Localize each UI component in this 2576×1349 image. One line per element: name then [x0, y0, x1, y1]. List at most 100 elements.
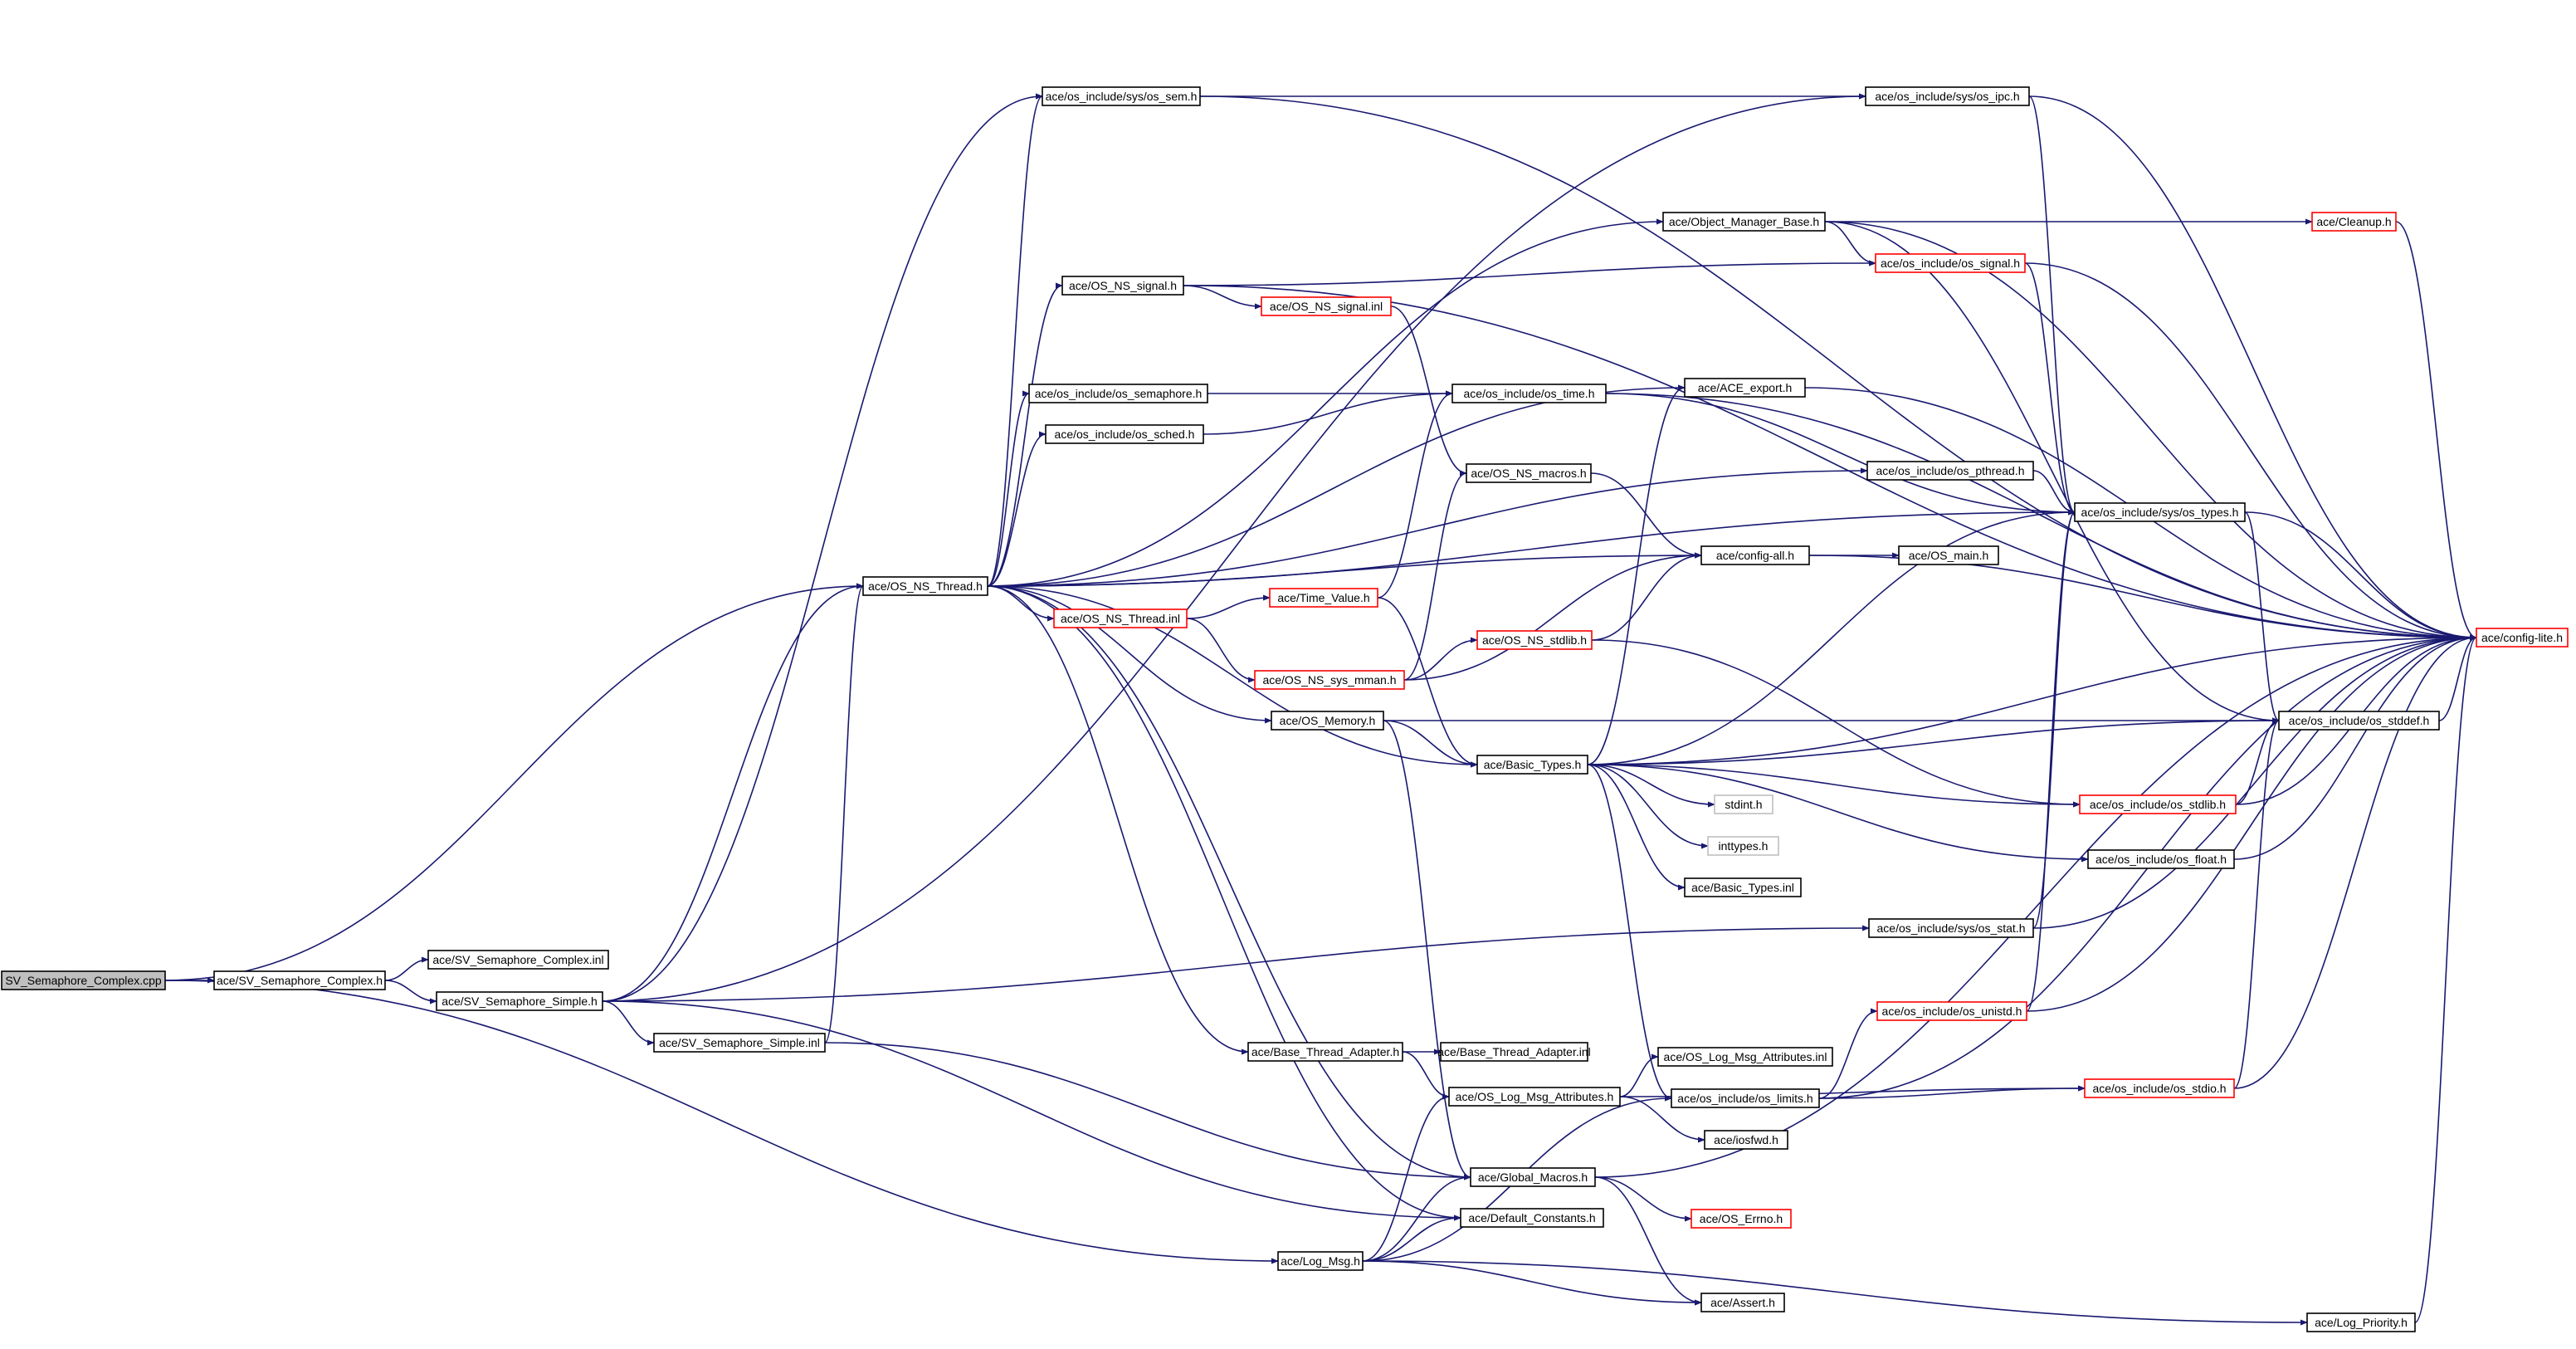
- node-os-stat[interactable]: ace/os_include/sys/os_stat.h: [1868, 918, 2034, 938]
- node-os-errno[interactable]: ace/OS_Errno.h: [1690, 1209, 1792, 1229]
- edge-log_priority-to-config_lite: [2414, 634, 2477, 1323]
- node-label: ace/os_include/sys/os_types.h: [2081, 506, 2239, 519]
- node-stdint[interactable]: stdint.h: [1714, 794, 1773, 814]
- node-box: [1684, 378, 1806, 398]
- node-box: [1671, 1088, 1820, 1108]
- node-box: [2311, 212, 2397, 232]
- node-box: [436, 991, 603, 1011]
- edge-os_ipc-to-config_lite: [2028, 95, 2477, 641]
- node-box: [1271, 711, 1384, 731]
- node-oslma-inl[interactable]: ace/OS_Log_Msg_Attributes.inl: [1657, 1047, 1833, 1067]
- node-label: ace/os_include/os_time.h: [1464, 387, 1595, 400]
- node-label: ace/OS_NS_signal.inl: [1270, 300, 1383, 313]
- node-os-pthread[interactable]: ace/os_include/os_pthread.h: [1866, 461, 2034, 481]
- node-label: ace/os_include/os_stddef.h: [2289, 714, 2430, 727]
- node-os-stddef[interactable]: ace/os_include/os_stddef.h: [2278, 711, 2440, 731]
- node-os-stdlib[interactable]: ace/os_include/os_stdlib.h: [2079, 794, 2237, 814]
- node-log-priority[interactable]: ace/Log_Priority.h: [2306, 1312, 2416, 1332]
- edge-osns_thread-to-os_types: [987, 509, 2076, 587]
- node-inttypes[interactable]: inttypes.h: [1707, 836, 1779, 856]
- node-os-unistd[interactable]: ace/os_include/os_unistd.h: [1876, 1001, 2027, 1021]
- node-time-value[interactable]: ace/Time_Value.h: [1269, 588, 1378, 608]
- node-box: [1460, 1208, 1604, 1228]
- node-config-all[interactable]: ace/config-all.h: [1700, 545, 1810, 565]
- edge-root-to-osns_thread: [164, 583, 864, 981]
- node-iosfwd[interactable]: ace/iosfwd.h: [1704, 1130, 1788, 1150]
- node-os-stdio[interactable]: ace/os_include/os_stdio.h: [2084, 1078, 2235, 1098]
- node-root[interactable]: SV_Semaphore_Complex.cpp: [1, 970, 166, 990]
- edge-svs_h-to-os_sem: [602, 93, 1043, 1002]
- edge-osns_stdlib-to-os_stdlib: [1591, 639, 2081, 808]
- edge-time_value-to-basic_types: [1377, 597, 1478, 768]
- node-svs-h[interactable]: ace/SV_Semaphore_Simple.h: [436, 991, 603, 1011]
- node-box: [1684, 877, 1802, 897]
- node-os-semaphore[interactable]: ace/os_include/os_semaphore.h: [1028, 384, 1208, 403]
- edge-basic_types-to-config_lite: [1587, 634, 2477, 765]
- node-osns-signal-h[interactable]: ace/OS_NS_signal.h: [1061, 276, 1184, 296]
- node-ace-export[interactable]: ace/ACE_export.h: [1684, 378, 1806, 398]
- node-label: ace/Log_Priority.h: [2315, 1316, 2408, 1329]
- edge-basic_types-to-os_types: [1587, 509, 2076, 765]
- edge-osns_sys_mman-to-osns_stdlib: [1403, 637, 1478, 681]
- node-oslma-h[interactable]: ace/OS_Log_Msg_Attributes.h: [1448, 1087, 1621, 1107]
- edge-osns_signal_h-to-osns_signal_inl: [1183, 285, 1262, 310]
- node-os-sched[interactable]: ace/os_include/os_sched.h: [1045, 424, 1204, 444]
- node-basic-types-inl[interactable]: ace/Basic_Types.inl: [1684, 877, 1802, 897]
- edge-os_stdio-to-config_lite: [2233, 634, 2477, 1089]
- node-global-macros[interactable]: ace/Global_Macros.h: [1470, 1167, 1596, 1187]
- node-svc-inl[interactable]: ace/SV_Semaphore_Complex.inl: [427, 950, 609, 970]
- node-box: [1045, 424, 1204, 444]
- node-osns-macros[interactable]: ace/OS_NS_macros.h: [1466, 463, 1592, 483]
- node-os-float[interactable]: ace/os_include/os_float.h: [2087, 849, 2235, 869]
- edge-osns_thread_inl-to-time_value: [1186, 594, 1271, 619]
- node-svs-inl[interactable]: ace/SV_Semaphore_Simple.inl: [653, 1033, 826, 1053]
- edge-os_types-to-os_stddef: [2244, 511, 2280, 724]
- node-os-memory[interactable]: ace/OS_Memory.h: [1271, 711, 1384, 731]
- node-omb[interactable]: ace/Object_Manager_Base.h: [1662, 212, 1826, 232]
- node-os-main[interactable]: ace/OS_main.h: [1898, 545, 1999, 565]
- node-assert[interactable]: ace/Assert.h: [1700, 1293, 1785, 1312]
- edge-osns_thread-to-os_pthread: [987, 467, 1868, 587]
- node-default-constants[interactable]: ace/Default_Constants.h: [1460, 1208, 1604, 1228]
- node-label: ace/SV_Semaphore_Simple.h: [442, 995, 598, 1008]
- node-box: [1700, 545, 1810, 565]
- node-os-sem[interactable]: ace/os_include/sys/os_sem.h: [1042, 86, 1201, 106]
- node-svc-h[interactable]: ace/SV_Semaphore_Complex.h: [213, 970, 386, 990]
- node-log-msg[interactable]: ace/Log_Msg.h: [1277, 1251, 1364, 1271]
- node-bta-h[interactable]: ace/Base_Thread_Adapter.h: [1247, 1042, 1403, 1062]
- node-label: ace/Basic_Types.h: [1484, 758, 1582, 771]
- edge-basic_types-to-os_stdlib: [1587, 764, 2081, 808]
- node-label: ace/os_include/os_pthread.h: [1876, 464, 2024, 477]
- node-os-types[interactable]: ace/os_include/sys/os_types.h: [2074, 502, 2246, 522]
- node-config-lite[interactable]: ace/config-lite.h: [2476, 628, 2569, 648]
- edge-osns_thread-to-os_sched: [987, 431, 1046, 587]
- node-label: ace/Object_Manager_Base.h: [1669, 215, 1819, 228]
- node-os-signal[interactable]: ace/os_include/os_signal.h: [1875, 253, 2026, 273]
- node-box: [1451, 384, 1607, 403]
- node-box: [2074, 502, 2246, 522]
- node-label: ace/SV_Semaphore_Complex.h: [217, 974, 383, 987]
- edge-config_all-to-config_lite: [1808, 555, 2477, 641]
- edge-log_msg-to-oslma_h: [1362, 1093, 1450, 1262]
- node-label: ace/Basic_Types.inl: [1691, 881, 1794, 894]
- node-osns-stdlib[interactable]: ace/OS_NS_stdlib.h: [1476, 630, 1593, 650]
- node-box: [1261, 296, 1392, 316]
- node-label: ace/os_include/os_sched.h: [1055, 428, 1195, 441]
- node-cleanup[interactable]: ace/Cleanup.h: [2311, 212, 2397, 232]
- edge-osns_stdlib-to-config_all: [1591, 552, 1702, 641]
- node-layer: SV_Semaphore_Complex.cpp ace/SV_Semaphore…: [1, 86, 2569, 1332]
- node-label: ace/OS_main.h: [1909, 549, 1989, 562]
- node-osns-signal-inl[interactable]: ace/OS_NS_signal.inl: [1261, 296, 1392, 316]
- node-bta-inl[interactable]: ace/Base_Thread_Adapter.inl: [1437, 1042, 1591, 1062]
- node-os-time[interactable]: ace/os_include/os_time.h: [1451, 384, 1607, 403]
- node-osns-thread[interactable]: ace/OS_NS_Thread.h: [862, 576, 988, 596]
- node-osns-sys-mman[interactable]: ace/OS_NS_sys_mman.h: [1254, 670, 1405, 690]
- node-os-ipc[interactable]: ace/os_include/sys/os_ipc.h: [1865, 86, 2030, 106]
- node-box: [1061, 276, 1184, 296]
- node-osns-thread-inl[interactable]: ace/OS_NS_Thread.inl: [1053, 609, 1188, 628]
- node-basic-types[interactable]: ace/Basic_Types.h: [1476, 755, 1588, 775]
- node-box: [1690, 1209, 1792, 1229]
- node-os-limits[interactable]: ace/os_include/os_limits.h: [1671, 1088, 1820, 1108]
- edge-osns_thread-to-osns_signal_h: [987, 282, 1063, 587]
